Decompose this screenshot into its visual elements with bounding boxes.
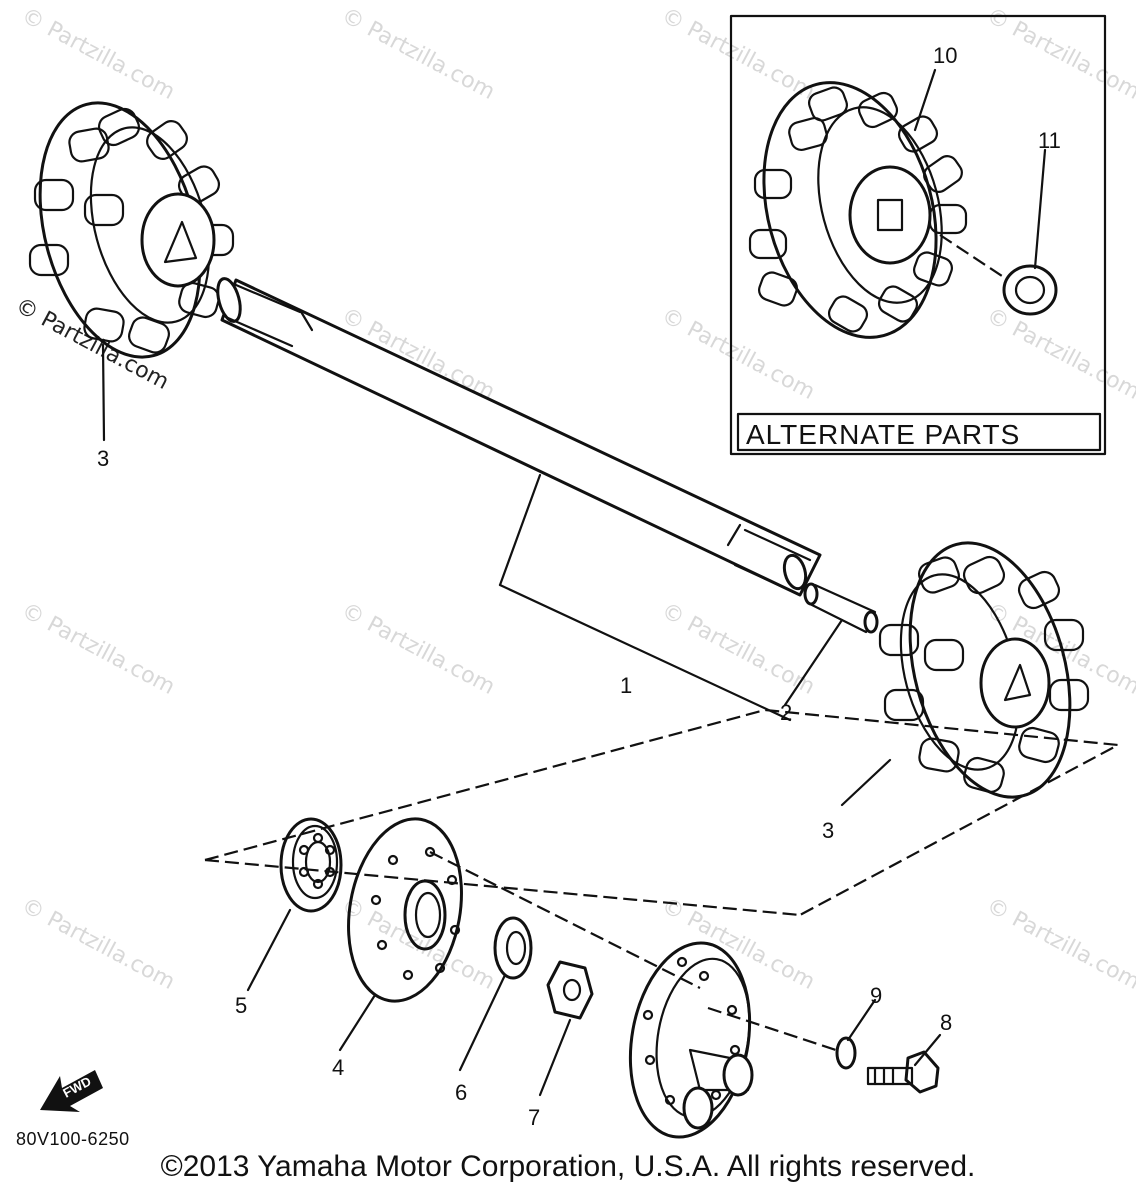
clip-11 <box>939 234 1058 316</box>
nut-7 <box>546 960 594 1020</box>
bolt-8 <box>866 1050 940 1094</box>
callout-10: 10 <box>933 43 957 68</box>
watermark: © Partzilla.com <box>17 598 179 700</box>
callout-6: 6 <box>455 1080 467 1105</box>
alternate-parts-label: ALTERNATE PARTS <box>746 419 1020 450</box>
leader-10 <box>913 68 937 132</box>
callout-3-left: 3 <box>97 446 109 471</box>
collar-2 <box>803 582 879 634</box>
watermark: © Partzilla.com <box>337 598 499 700</box>
leader-11 <box>1033 148 1047 270</box>
callout-11: 11 <box>1038 128 1061 153</box>
fwd-arrow-icon: FWD <box>40 1070 103 1112</box>
callout-3-right: 3 <box>822 818 834 843</box>
callouts: 1 2 3 3 4 5 6 7 8 9 10 11 <box>97 43 1061 1130</box>
callout-5: 5 <box>235 993 247 1018</box>
assembly-dash-lines <box>204 708 1122 917</box>
watermark: © Partzilla.com <box>657 303 819 405</box>
leader-lines <box>101 343 942 1097</box>
plate-4 <box>347 817 701 1003</box>
alternate-parts-box: ALTERNATE PARTS <box>729 14 1107 456</box>
watermark: © Partzilla.com <box>337 3 499 105</box>
sprocket-3-right <box>878 541 1090 799</box>
bearing-5 <box>279 817 343 913</box>
watermark-layer: © Partzilla.com © Partzilla.com © Partzi… <box>11 3 1136 995</box>
callout-4: 4 <box>332 1055 344 1080</box>
callout-1: 1 <box>620 673 632 698</box>
callout-9: 9 <box>870 983 882 1008</box>
watermark-dark: © Partzilla.com <box>11 293 173 395</box>
callout-8: 8 <box>940 1010 952 1035</box>
watermark: © Partzilla.com <box>657 3 819 105</box>
copyright-notice: ©2013 Yamaha Motor Corporation, U.S.A. A… <box>160 1150 976 1183</box>
watermark: © Partzilla.com <box>657 598 819 700</box>
callout-2: 2 <box>780 700 792 725</box>
watermark: © Partzilla.com <box>17 3 179 105</box>
flange-hub <box>628 941 837 1139</box>
diagram-code: 80V100-6250 <box>16 1129 130 1149</box>
watermark: © Partzilla.com <box>17 893 179 995</box>
sprocket-10 <box>748 81 968 339</box>
watermark: © Partzilla.com <box>982 303 1136 405</box>
watermark: © Partzilla.com <box>337 303 499 405</box>
sprocket-3-left <box>28 101 235 359</box>
drive-shaft-1 <box>216 277 822 597</box>
watermark: © Partzilla.com <box>982 893 1136 995</box>
callout-7: 7 <box>528 1105 540 1130</box>
lock-washer-9 <box>835 1036 857 1070</box>
watermark: © Partzilla.com <box>982 3 1136 105</box>
washer-6 <box>493 916 533 980</box>
